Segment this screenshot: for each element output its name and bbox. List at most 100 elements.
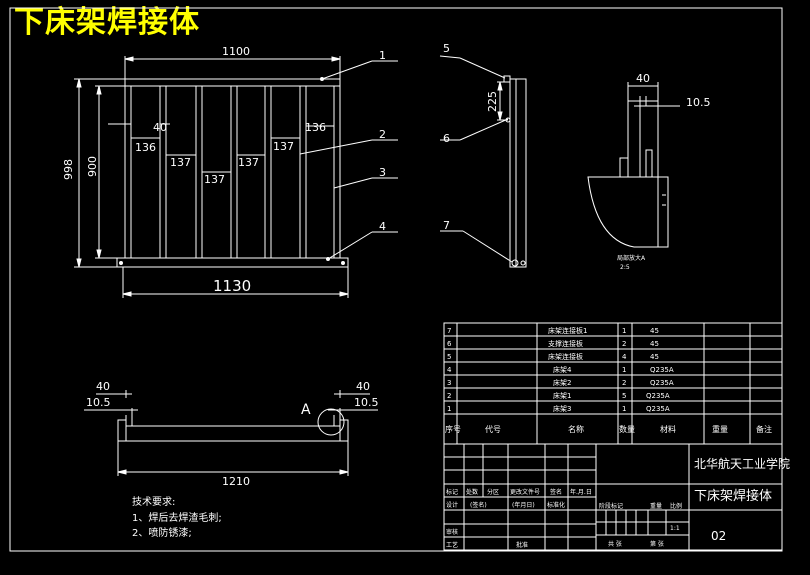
notes-line-1: 1、焊后去焊渣毛刺; (132, 511, 222, 524)
detail-caption: 局部放大A (617, 254, 646, 262)
parts-list (443, 322, 783, 445)
tb-drawing-no: 02 (711, 529, 726, 543)
part-no: 1 (447, 405, 451, 413)
callout-5: 5 (443, 42, 450, 55)
part-name: 床架1 (553, 391, 571, 400)
title-block (443, 443, 783, 551)
top-rail (124, 78, 341, 87)
bottom-dim-40-right: 40 (356, 380, 370, 393)
notes-line-2: 2、喷防锈漆; (132, 526, 192, 539)
dim-900: 900 (86, 156, 99, 177)
callout-2: 2 (379, 128, 386, 141)
callout-4: 4 (379, 220, 386, 233)
part-qty: 4 (622, 353, 627, 361)
tb-mark: 标记 (446, 488, 458, 496)
tb-school: 北华航天工业学院 (694, 456, 790, 471)
part-qty: 1 (622, 366, 626, 374)
part-no: 6 (447, 340, 452, 348)
tb-date: (年月日) (512, 501, 535, 509)
part-qty: 2 (622, 340, 626, 348)
dim-1130: 1130 (213, 277, 251, 295)
header-qty: 数量 (619, 424, 635, 434)
tb-drawing-name: 下床架焊接体 (694, 488, 772, 504)
dim-137-a: 137 (170, 156, 191, 169)
part-material: Q235A (646, 405, 670, 413)
detail-a-marker (317, 408, 345, 436)
header-weight: 重量 (712, 424, 728, 434)
side-view (439, 55, 527, 268)
notes-heading: 技术要求: (132, 495, 175, 508)
part-material: Q235A (650, 379, 674, 387)
dim-1100: 1100 (222, 45, 250, 58)
part-qty: 5 (622, 392, 626, 400)
label-a: A (301, 402, 311, 418)
tb-review: 审核 (446, 528, 458, 536)
tb-change: 更改文件号 (510, 488, 540, 496)
bottom-dim-1210: 1210 (222, 475, 250, 488)
dim-137-c: 137 (238, 156, 259, 169)
part-material: 45 (650, 327, 659, 335)
dim-225: 225 (486, 91, 499, 112)
dim-137-b: 137 (204, 173, 225, 186)
header-remark: 备注 (756, 424, 772, 434)
bottom-rail (116, 257, 349, 268)
part-name: 床架3 (553, 404, 571, 413)
part-name: 床架4 (553, 365, 572, 374)
part-name: 支撑连接板 (548, 339, 583, 348)
callout-7: 7 (443, 219, 450, 232)
tb-ratio: 比例 (670, 502, 682, 510)
tb-approve: 批准 (516, 541, 528, 549)
callout-3: 3 (379, 166, 386, 179)
part-name: 床架2 (553, 378, 571, 387)
dim-136-left: 136 (135, 141, 156, 154)
part-qty: 1 (622, 405, 626, 413)
tb-designer: 设计 (446, 501, 458, 509)
part-name: 床架连接板1 (548, 326, 587, 335)
tb-stage: 阶段标记 (599, 502, 623, 510)
header-material: 材料 (660, 424, 676, 434)
detail-view (587, 82, 680, 248)
tb-weight: 重量 (650, 502, 662, 510)
tb-ratio-value: 1:1 (670, 525, 680, 532)
part-qty: 2 (622, 379, 626, 387)
tb-sign: 签名 (550, 488, 562, 496)
part-material: 45 (650, 353, 659, 361)
tb-count: 处数 (466, 488, 478, 496)
callout-6: 6 (443, 132, 450, 145)
front-view (74, 56, 349, 298)
tb-signature: (签名) (470, 501, 487, 509)
dim-40: 40 (153, 121, 167, 134)
detail-dim-40: 40 (636, 72, 650, 85)
part-no: 5 (447, 353, 451, 361)
tb-sheet: 第 张 (650, 540, 664, 548)
drawing-title: 下床架焊接体 (14, 5, 200, 40)
part-name: 床架连接板 (548, 352, 583, 361)
tb-zone: 分区 (487, 488, 499, 496)
bottom-view (84, 390, 378, 476)
header-name: 名称 (568, 424, 584, 434)
part-no: 7 (447, 327, 451, 335)
callout-1: 1 (379, 49, 386, 62)
tb-sheets: 共 张 (608, 540, 622, 548)
part-no: 3 (447, 379, 451, 387)
part-material: Q235A (650, 366, 674, 374)
bottom-dim-10-5-left: 10.5 (86, 396, 111, 409)
bottom-dim-10-5-right: 10.5 (354, 396, 379, 409)
header-no: 序号 (445, 424, 461, 434)
part-material: 45 (650, 340, 659, 348)
tb-date-header: 年.月.日 (570, 488, 592, 496)
header-code: 代号 (485, 424, 501, 434)
detail-dim-10-5: 10.5 (686, 96, 711, 109)
dim-136-right: 136 (305, 121, 326, 134)
tb-standardization: 标准化 (547, 501, 565, 509)
part-no: 4 (447, 366, 452, 374)
dim-137-d: 137 (273, 140, 294, 153)
drawing-border (9, 7, 783, 552)
detail-scale: 2:5 (620, 264, 630, 271)
part-qty: 1 (622, 327, 626, 335)
tb-process: 工艺 (446, 541, 458, 549)
bottom-dim-40-left: 40 (96, 380, 110, 393)
dim-998: 998 (62, 159, 75, 180)
part-material: Q235A (646, 392, 670, 400)
